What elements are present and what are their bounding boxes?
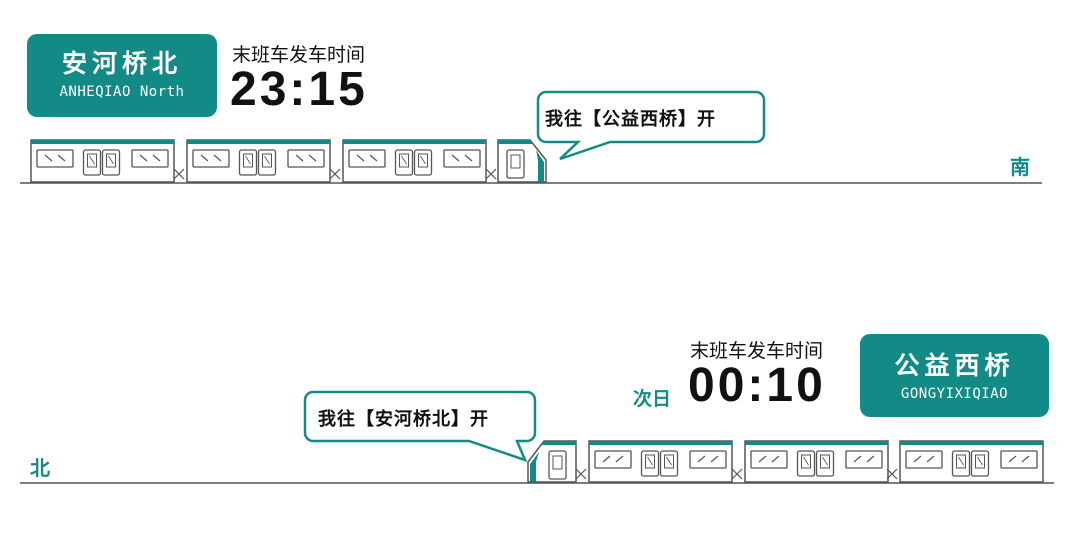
train-coupler [485,168,497,180]
train-car [744,440,889,483]
train-southbound [30,139,547,183]
origin-station-name-en: ANHEQIAO North [59,84,185,100]
bubble-text-south: 我往【公益西桥】开 [545,109,716,130]
last-train-label-north: 末班车发车时间 [690,340,824,362]
train-northbound [527,440,1044,483]
origin-station-name-cn: 安河桥北 [61,49,182,78]
train-cab [497,139,547,183]
train-car [899,440,1044,483]
train-coupler [731,468,743,480]
destination-station-name-en: GONGYIXIQIAO [900,386,1009,402]
last-train-time-north: 00:10 [688,359,826,412]
direction-label-north: 北 [30,456,50,480]
train-car [30,139,175,183]
direction-label-south: 南 [1010,155,1030,179]
train-coupler [173,168,185,180]
next-day-label: 次日 [633,388,672,410]
train-cab [527,440,577,483]
last-train-time-south: 23:15 [230,63,368,116]
destination-station-name-cn: 公益西桥 [894,351,1015,380]
train-coupler [575,468,587,480]
destination-station-badge: 公益西桥 GONGYIXIQIAO [860,334,1049,417]
train-car [588,440,733,483]
origin-station-badge: 安河桥北 ANHEQIAO North [27,34,217,117]
train-coupler [886,468,898,480]
train-coupler [329,168,341,180]
last-train-label-south: 末班车发车时间 [232,44,366,66]
train-car [342,139,487,183]
train-car [186,139,331,183]
bubble-text-north: 我往【安河桥北】开 [318,409,489,430]
speech-bubble-south [536,90,766,161]
speech-bubble-north [303,390,537,463]
